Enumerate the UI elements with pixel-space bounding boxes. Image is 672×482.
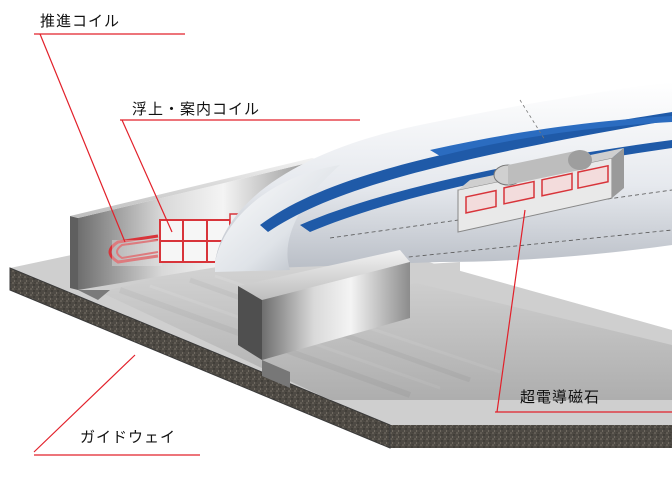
- leader-superconducting-magnet-pointer: [496, 209, 526, 413]
- leader-lines: [33, 33, 672, 456]
- maglev-train: [215, 82, 672, 272]
- right-side-wall: [238, 250, 460, 388]
- superconducting-magnet: [457, 148, 624, 233]
- propulsion-coil: [108, 234, 162, 266]
- leader-guideway: [33, 354, 136, 453]
- leader-levitation-coil-pointer: [121, 119, 173, 233]
- label-guideway: ガイドウェイ: [80, 428, 177, 446]
- label-superconducting-magnet: 超電導磁石: [520, 388, 601, 406]
- leader-propulsion-coil-pointer: [39, 33, 126, 243]
- label-levitation-guidance-coil: 浮上・案内コイル: [132, 100, 261, 118]
- label-propulsion-coil: 推進コイル: [40, 12, 121, 30]
